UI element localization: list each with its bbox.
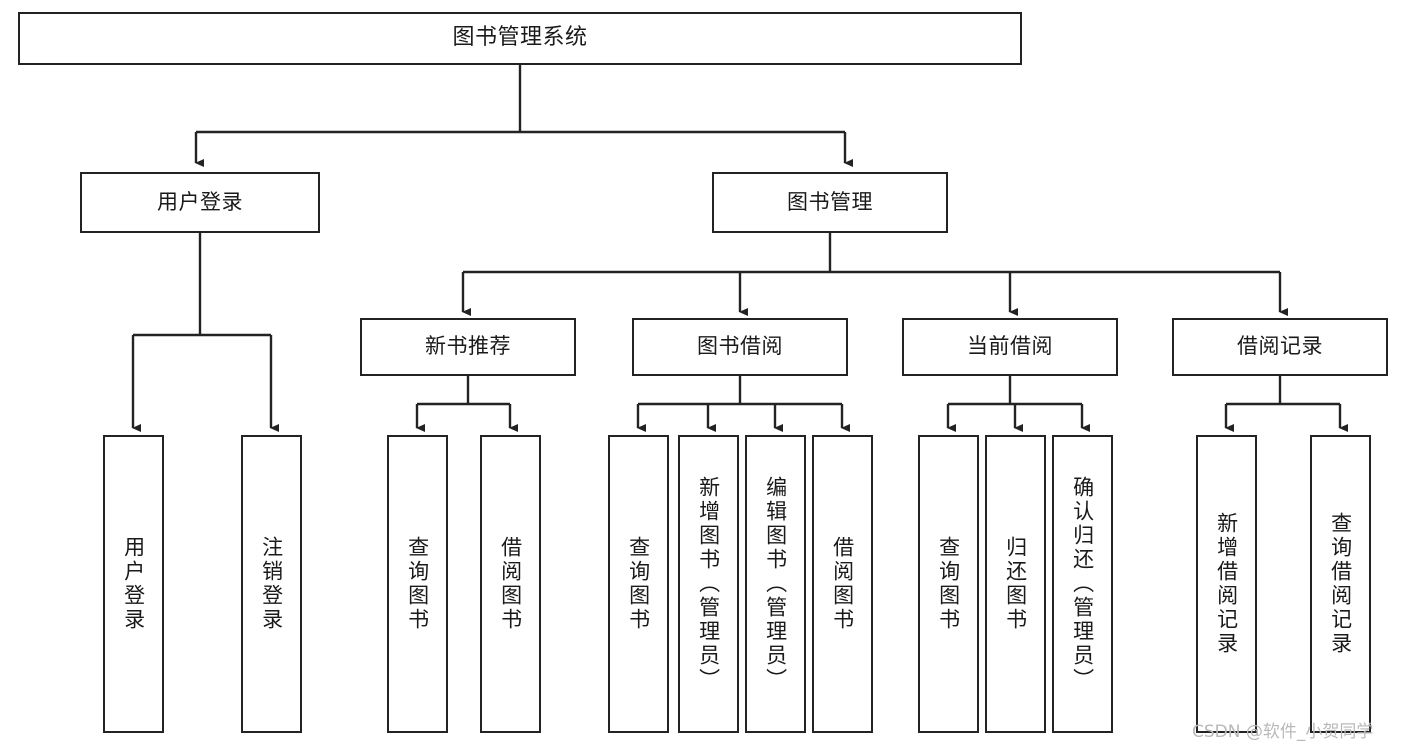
node-label: 查询图书	[405, 536, 430, 632]
node-label: 新增借阅记录	[1214, 512, 1239, 656]
csdn-watermark: CSDN @软件_小贺同学	[1192, 722, 1374, 742]
node-label: 用户登录	[157, 189, 243, 214]
leaf-borrow-record-query-record[interactable]: 查询借阅记录	[1310, 435, 1371, 733]
leaf-new-book-borrow-book[interactable]: 借阅图书	[480, 435, 541, 733]
node-current-borrow[interactable]: 当前借阅	[902, 318, 1118, 376]
node-borrow-record[interactable]: 借阅记录	[1172, 318, 1388, 376]
leaf-book-borrow-edit-book-admin[interactable]: 编辑图书（管理员）	[745, 435, 806, 733]
node-label: 当前借阅	[967, 334, 1053, 359]
leaf-current-borrow-return-book[interactable]: 归还图书	[985, 435, 1046, 733]
node-book-borrow[interactable]: 图书借阅	[632, 318, 848, 376]
leaf-user-login-login[interactable]: 用户登录	[103, 435, 164, 733]
node-new-book-recommend[interactable]: 新书推荐	[360, 318, 576, 376]
node-label: 新书推荐	[425, 334, 511, 359]
leaf-current-borrow-query-book[interactable]: 查询图书	[918, 435, 979, 733]
leaf-book-borrow-add-book-admin[interactable]: 新增图书（管理员）	[678, 435, 739, 733]
node-root-book-management-system[interactable]: 图书管理系统	[18, 12, 1022, 65]
node-label: 归还图书	[1003, 536, 1028, 632]
node-label: 编辑图书（管理员）	[763, 476, 788, 692]
node-user-login[interactable]: 用户登录	[80, 172, 320, 233]
leaf-user-login-logout[interactable]: 注销登录	[241, 435, 302, 733]
leaf-book-borrow-borrow-book[interactable]: 借阅图书	[812, 435, 873, 733]
node-label: 新增图书（管理员）	[696, 476, 721, 692]
node-label: 查询图书	[626, 536, 651, 632]
node-label: 查询图书	[936, 536, 961, 632]
node-label: 用户登录	[121, 536, 146, 632]
leaf-new-book-query-book[interactable]: 查询图书	[387, 435, 448, 733]
node-label: 注销登录	[259, 536, 284, 632]
node-label: 确认归还（管理员）	[1070, 476, 1095, 692]
node-label: 图书管理系统	[452, 25, 588, 51]
node-label: 图书管理	[787, 189, 873, 214]
node-label: 借阅记录	[1237, 334, 1323, 359]
node-label: 借阅图书	[830, 536, 855, 632]
leaf-current-borrow-confirm-return-admin[interactable]: 确认归还（管理员）	[1052, 435, 1113, 733]
node-label: 图书借阅	[697, 334, 783, 359]
node-label: 查询借阅记录	[1328, 512, 1353, 656]
node-label: 借阅图书	[498, 536, 523, 632]
node-book-management[interactable]: 图书管理	[712, 172, 948, 233]
leaf-borrow-record-add-record[interactable]: 新增借阅记录	[1196, 435, 1257, 733]
leaf-book-borrow-query-book[interactable]: 查询图书	[608, 435, 669, 733]
